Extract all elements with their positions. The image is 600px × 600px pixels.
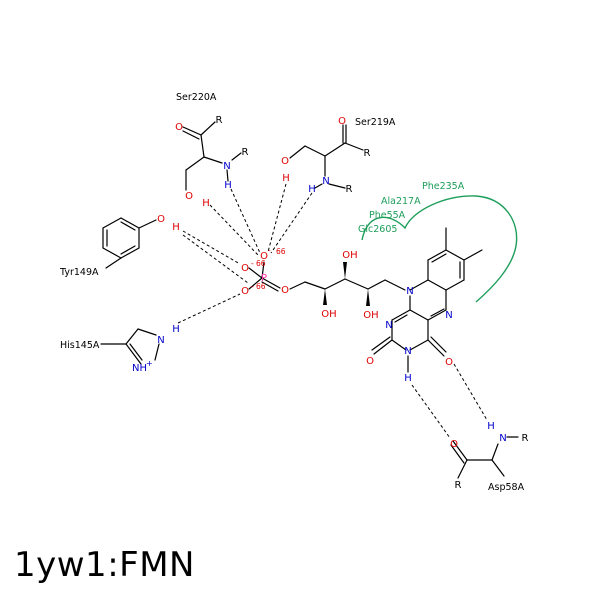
atom-o: O (185, 191, 193, 202)
atom-o: O (450, 439, 458, 450)
atom-o: O (260, 251, 268, 262)
atom-o: O (241, 286, 249, 297)
atom-r: R (242, 147, 249, 158)
atom-r: R (455, 480, 462, 491)
atom-p: P (261, 273, 267, 284)
atom-charge-plus: + (146, 359, 153, 368)
residue-label-glc2605: Glc2605 (358, 224, 397, 235)
atom-r: R (346, 184, 353, 195)
hydrogen-bonds (177, 183, 488, 439)
atom-h: H (308, 184, 316, 195)
atom-h: H (282, 173, 290, 184)
atom-r: R (522, 433, 529, 444)
atom-n: N (404, 346, 411, 357)
atom-h: H (172, 324, 180, 335)
atom-o: O (366, 356, 374, 367)
atom-n: N (223, 161, 230, 172)
atom-n: N (157, 335, 164, 346)
page-title: 1yw1:FMN (14, 545, 195, 585)
residue-label-ser219: Ser219A (355, 117, 396, 128)
atom-r: R (364, 148, 371, 159)
atom-h: H (404, 373, 412, 384)
atom-charge-value: 66 (256, 259, 266, 268)
atom-oh: OH (363, 310, 378, 321)
atom-oh: OH (342, 250, 357, 261)
residue-label-phe55: Phe55A (369, 210, 406, 221)
atom-charge-value: 66 (256, 282, 266, 291)
atom-oh: OH (321, 309, 336, 320)
residue-labels: Ser220A Ser219A Tyr149A His145A Asp58A P… (59, 92, 525, 493)
atom-o: O (338, 116, 346, 127)
atom-charge-minus: - (251, 259, 254, 268)
atom-o: O (241, 263, 249, 274)
residue-label-ala217: Ala217A (381, 196, 421, 207)
atom-o: O (445, 357, 453, 368)
atom-h: H (202, 198, 210, 209)
atom-n: N (385, 320, 392, 331)
atom-labels: O R N R H O H O R O H N R H O H N H NH +… (132, 115, 529, 491)
atom-o: O (281, 285, 289, 296)
atom-h: H (487, 421, 495, 432)
atom-h: H (224, 180, 232, 191)
atom-n: N (406, 286, 413, 297)
residue-label-phe235: Phe235A (422, 181, 465, 192)
atom-n: N (499, 433, 506, 444)
hydrophobic-contact-arc (361, 195, 518, 303)
atom-nh: NH (132, 363, 147, 374)
residue-label-asp58: Asp58A (488, 482, 525, 493)
atom-charge-minus: - (268, 246, 271, 255)
atom-charge-minus: - (251, 282, 254, 291)
atom-n: N (445, 310, 452, 321)
atom-o: O (175, 122, 183, 133)
atom-r: R (216, 115, 223, 126)
atom-charge-value: 66 (276, 247, 286, 256)
atom-n: N (322, 176, 329, 187)
atom-h: H (172, 222, 180, 233)
residue-label-ser220: Ser220A (176, 92, 217, 103)
atom-o: O (157, 214, 165, 225)
residue-label-tyr149: Tyr149A (59, 267, 99, 278)
ligand-bonds (248, 227, 483, 373)
residue-label-his145: His145A (60, 340, 100, 351)
residue-bonds (100, 121, 519, 479)
atom-o: O (281, 156, 289, 167)
